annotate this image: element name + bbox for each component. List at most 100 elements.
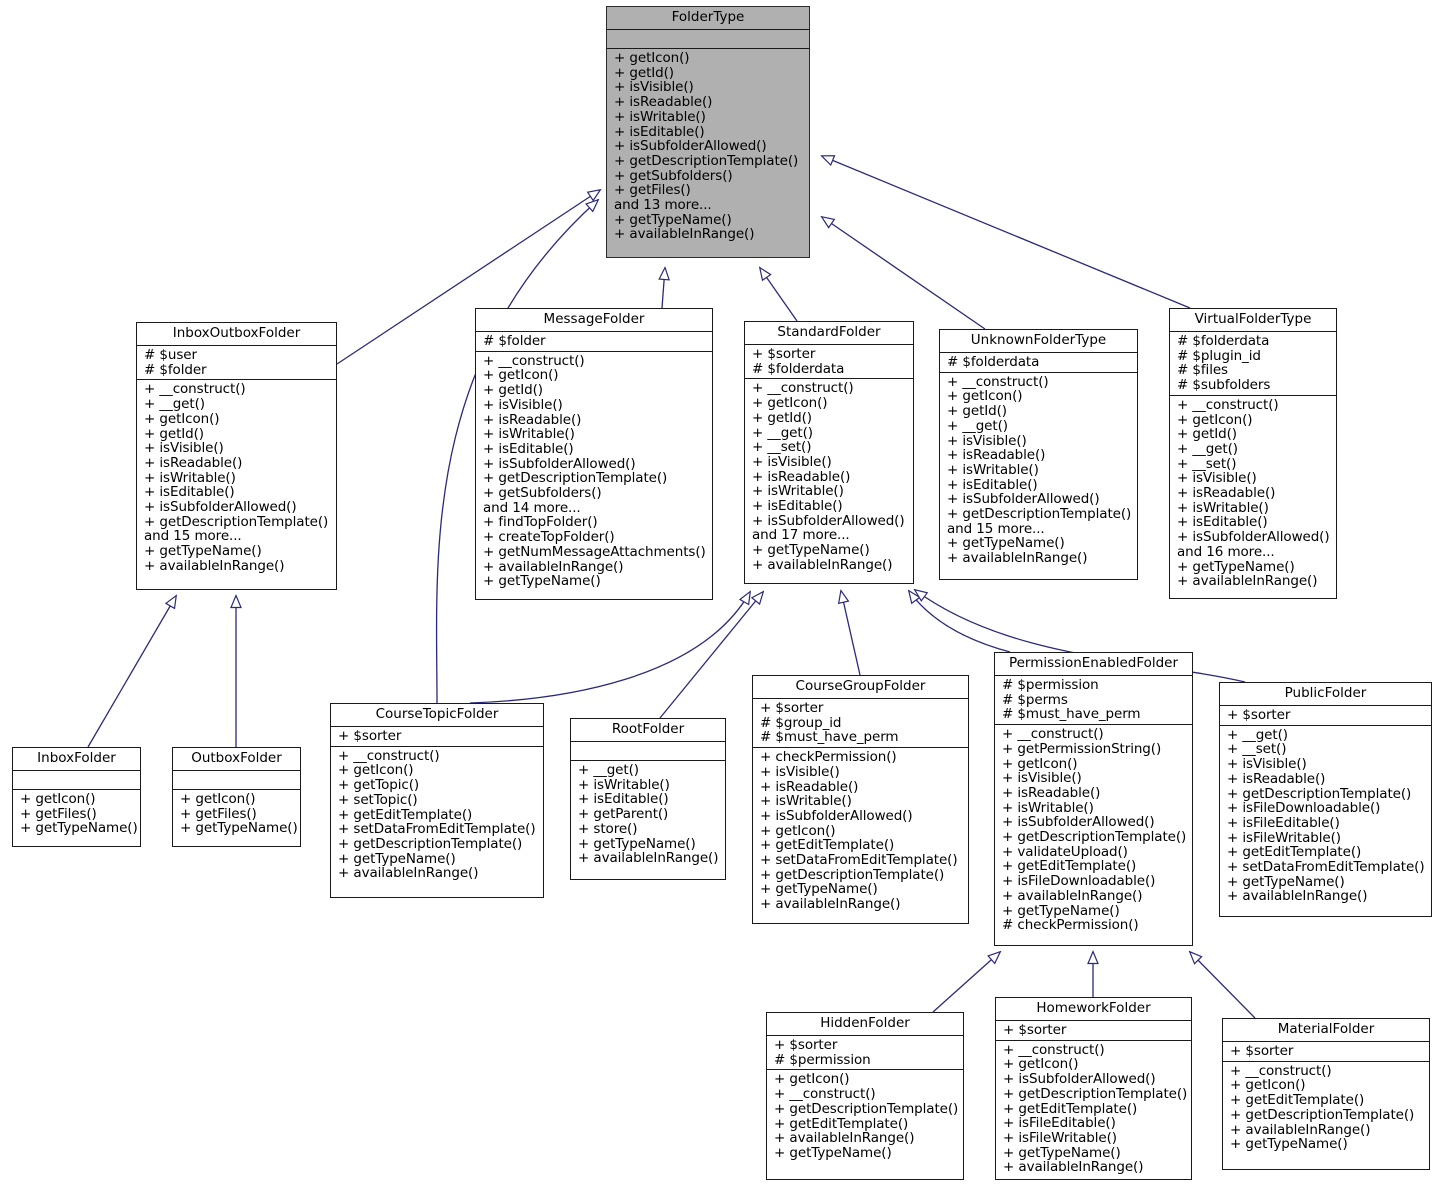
uml-class-homeworkfolder[interactable]: HomeworkFolder+ $sorter+ __construct()+ … [995, 997, 1192, 1180]
uml-class-inboxfolder[interactable]: InboxFolder+ getIcon()+ getFiles()+ getT… [12, 747, 141, 847]
class-operation: + availableInRange() [1230, 1121, 1371, 1138]
class-attributes [571, 742, 725, 761]
uml-class-standardfolder[interactable]: StandardFolder+ $sorter# $folderdata+ __… [744, 321, 914, 584]
class-operation: + getIcon() [760, 822, 836, 839]
edge-coursetopicfolder-standardfolder [469, 592, 750, 704]
class-title: OutboxFolder [173, 748, 300, 771]
class-operation: and 17 more... [752, 527, 850, 544]
class-operation: + getId() [1177, 426, 1237, 443]
class-operation: + getDescriptionTemplate() [338, 835, 523, 852]
class-operation: + isVisible() [1227, 756, 1307, 773]
class-operation: + isFileEditable() [1227, 814, 1340, 831]
uml-class-messagefolder[interactable]: MessageFolder# $folder+ __construct()+ g… [475, 308, 713, 600]
class-operations: + __construct()+ getIcon()+ isSubfolderA… [996, 1041, 1191, 1179]
class-attribute: # $must_have_perm [760, 729, 899, 746]
class-operation: + getId() [144, 425, 204, 442]
class-operation: + getIcon() [1003, 1056, 1079, 1073]
class-operation: + isSubfolderAllowed() [760, 807, 913, 824]
class-operation: + __construct() [752, 380, 854, 397]
class-title: MessageFolder [476, 309, 712, 332]
class-operation: + isReadable() [614, 94, 713, 111]
uml-class-inboxoutboxfolder[interactable]: InboxOutboxFolder# $user# $folder+ __con… [136, 322, 337, 590]
class-operation: + getDescriptionTemplate() [947, 506, 1132, 523]
class-operation: + isWritable() [144, 469, 236, 486]
class-operation: + __construct() [338, 747, 440, 764]
class-operation: + isEditable() [1177, 514, 1268, 531]
class-operation: + getDescriptionTemplate() [760, 866, 945, 883]
class-title: FolderType [607, 7, 809, 30]
uml-class-virtualfoldertype[interactable]: VirtualFolderType# $folderdata# $plugin_… [1169, 308, 1337, 599]
class-operation: + getTypeName() [1227, 873, 1345, 890]
class-operation: + getDescriptionTemplate() [1003, 1085, 1188, 1102]
class-operation: + __get() [752, 424, 813, 441]
class-operation: + getIcon() [752, 395, 828, 412]
edge-virtualfoldertype-foldertype [822, 156, 1191, 309]
class-operation: + availableInRange() [614, 226, 755, 243]
class-operation: + getEditTemplate() [1227, 844, 1362, 861]
class-operations: + __construct()+ __get()+ getIcon()+ get… [137, 380, 336, 589]
class-operation: + getDescriptionTemplate() [614, 152, 799, 169]
class-operation: + __get() [1177, 440, 1238, 457]
class-operation: + availableInRange() [483, 558, 624, 575]
class-operation: + getTypeName() [20, 820, 138, 837]
class-operation: + getTypeName() [144, 543, 262, 560]
class-title: CourseTopicFolder [331, 704, 543, 727]
class-operation: + __construct() [774, 1086, 876, 1103]
class-operation: + getPermissionString() [1002, 740, 1162, 757]
edge-materialfolder-permissionenabledfolder [1190, 952, 1256, 1019]
class-attributes: + $sorter [996, 1021, 1191, 1041]
class-operation: + isReadable() [483, 411, 582, 428]
class-operation: and 15 more... [144, 528, 242, 545]
class-operation: + availableInRange() [1177, 573, 1318, 590]
class-operation: + isEditable() [144, 484, 235, 501]
uml-class-hiddenfolder[interactable]: HiddenFolder+ $sorter# $permission+ getI… [766, 1012, 964, 1180]
class-title: MaterialFolder [1223, 1019, 1429, 1042]
class-attribute: + $sorter [752, 346, 816, 362]
class-title: InboxOutboxFolder [137, 323, 336, 346]
class-operation: + getEditTemplate() [774, 1115, 909, 1132]
class-title: CourseGroupFolder [753, 676, 968, 699]
uml-class-unknownfoldertype[interactable]: UnknownFolderType# $folderdata+ __constr… [939, 329, 1138, 580]
class-operation: + isVisible() [752, 453, 832, 470]
class-operation: + getIcon() [1177, 411, 1253, 428]
class-operation: + getIcon() [20, 791, 96, 807]
class-operation: + isReadable() [144, 454, 243, 471]
class-operation: + getDescriptionTemplate() [1002, 829, 1187, 846]
class-operation: + getEditTemplate() [1003, 1100, 1138, 1117]
class-operation: + availableInRange() [752, 556, 893, 573]
class-operation: + __construct() [1003, 1041, 1105, 1058]
class-operations: + __construct()+ getIcon()+ getId()+ isV… [476, 352, 712, 599]
uml-class-coursegroupfolder[interactable]: CourseGroupFolder+ $sorter# $group_id# $… [752, 675, 969, 924]
uml-class-rootfolder[interactable]: RootFolder+ __get()+ isWritable()+ isEdi… [570, 718, 726, 880]
class-operation: + isEditable() [578, 791, 669, 808]
uml-class-outboxfolder[interactable]: OutboxFolder+ getIcon()+ getFiles()+ get… [172, 747, 301, 847]
class-operation: + getEditTemplate() [1002, 858, 1137, 875]
uml-class-foldertype[interactable]: FolderType+ getIcon()+ getId()+ isVisibl… [606, 6, 810, 258]
class-operation: + isWritable() [1177, 499, 1269, 516]
class-attribute: # $folderdata [752, 360, 845, 377]
class-operation: + getTypeName() [483, 573, 601, 590]
class-operation: + getIcon() [483, 367, 559, 384]
class-attributes [13, 771, 140, 790]
uml-class-publicfolder[interactable]: PublicFolder+ $sorter+ __get()+ __set()+… [1219, 682, 1432, 917]
class-operation: + getDescriptionTemplate() [144, 513, 329, 530]
class-operation: + isReadable() [1227, 770, 1326, 787]
uml-class-permissionenabledfolder[interactable]: PermissionEnabledFolder# $permission# $p… [994, 652, 1193, 946]
class-operation: + isSubfolderAllowed() [752, 512, 905, 529]
class-attribute: # $user [144, 347, 197, 363]
class-operation: + getSubfolders() [614, 167, 733, 184]
class-attributes: # $permission# $perms# $must_have_perm [995, 676, 1192, 726]
class-operation: + isWritable() [947, 461, 1039, 478]
uml-class-coursetopicfolder[interactable]: CourseTopicFolder+ $sorter+ __construct(… [330, 703, 544, 898]
class-operation: + getTypeName() [180, 820, 298, 837]
uml-class-materialfolder[interactable]: MaterialFolder+ $sorter+ __construct()+ … [1222, 1018, 1430, 1170]
class-attributes [173, 771, 300, 790]
class-operation: + store() [578, 820, 638, 837]
class-operation: + availableInRange() [1003, 1159, 1144, 1176]
class-operation: + __construct() [483, 352, 585, 369]
class-operations: + __construct()+ getIcon()+ getId()+ __g… [745, 379, 913, 583]
class-operation: + getTypeName() [614, 211, 732, 228]
class-operation: and 16 more... [1177, 543, 1275, 560]
class-operation: + isSubfolderAllowed() [947, 491, 1100, 508]
